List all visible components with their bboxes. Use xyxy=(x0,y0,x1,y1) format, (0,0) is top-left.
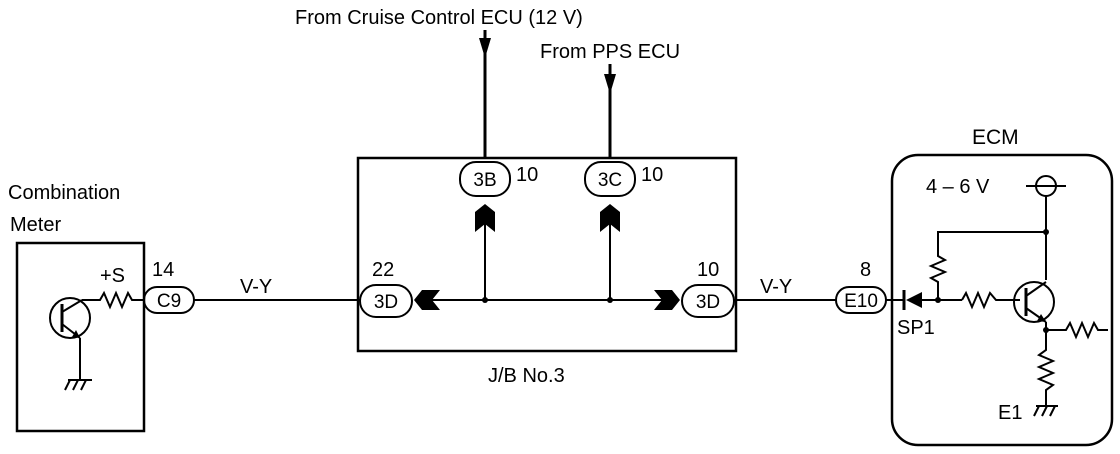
connector-3b-pin: 10 xyxy=(516,164,538,186)
connector-3d-left-label: 3D xyxy=(374,292,398,313)
connector-c9-label: C9 xyxy=(157,291,181,312)
terminal-3d-right-icon xyxy=(654,290,680,310)
ecm-splice-label: SP1 xyxy=(897,317,935,339)
cruise-feed-wire xyxy=(479,30,491,158)
connector-3d-left-pin: 22 xyxy=(372,259,394,281)
ecm-voltage-label: 4 – 6 V xyxy=(926,176,990,198)
ecm-pullup-resistor-icon xyxy=(928,231,1046,300)
meter-transistor-icon xyxy=(49,297,92,380)
ecm-pin-number: 8 xyxy=(860,259,871,281)
ecm-transistor-icon xyxy=(1013,281,1055,323)
ecm-emitter-resistor-icon xyxy=(1036,330,1056,406)
terminal-3b-icon xyxy=(475,204,495,232)
junction-block-box xyxy=(356,156,738,353)
splice-dot-3b xyxy=(482,297,488,303)
pps-feed-wire xyxy=(604,64,616,158)
meter-resistor-icon xyxy=(92,290,144,310)
terminal-3c-icon xyxy=(600,204,620,232)
cruise-control-source-label: From Cruise Control ECU (12 V) xyxy=(295,7,583,29)
connector-3b xyxy=(459,161,511,197)
right-wire-color-label: V-Y xyxy=(760,276,792,298)
meter-terminal-label: +S xyxy=(100,265,125,287)
combination-meter-box xyxy=(15,241,146,433)
combination-meter-title-line2: Meter xyxy=(10,214,61,236)
left-wire-color-label: V-Y xyxy=(240,276,272,298)
ecm-ground-icon xyxy=(1033,405,1058,417)
splice-dot-3c xyxy=(607,297,613,303)
connector-3c-label: 3C xyxy=(598,170,622,191)
ecm-title: ECM xyxy=(972,126,1019,149)
junction-block-label: J/B No.3 xyxy=(488,365,565,387)
ecm-supply-terminal-icon xyxy=(1026,175,1066,280)
ecm-ground-label: E1 xyxy=(998,402,1022,424)
meter-ground-icon xyxy=(64,379,92,391)
terminal-3d-left-icon xyxy=(414,290,440,310)
connector-3d-left xyxy=(359,284,413,318)
connector-e10-label: E10 xyxy=(844,291,878,312)
connector-3c-pin: 10 xyxy=(641,164,663,186)
combination-meter-title: Combination xyxy=(8,182,120,204)
ecm-diode-icon xyxy=(902,290,922,310)
meter-pin-number: 14 xyxy=(152,259,174,281)
connector-3d-right-pin: 10 xyxy=(697,259,719,281)
connector-3b-label: 3B xyxy=(473,170,496,191)
connector-3d-right-label: 3D xyxy=(696,292,720,313)
connector-3c xyxy=(584,161,636,197)
ecm-base-resistor-icon xyxy=(961,290,1020,310)
ecm-output-resistor-icon xyxy=(1046,320,1108,340)
pps-ecu-source-label: From PPS ECU xyxy=(540,41,680,63)
